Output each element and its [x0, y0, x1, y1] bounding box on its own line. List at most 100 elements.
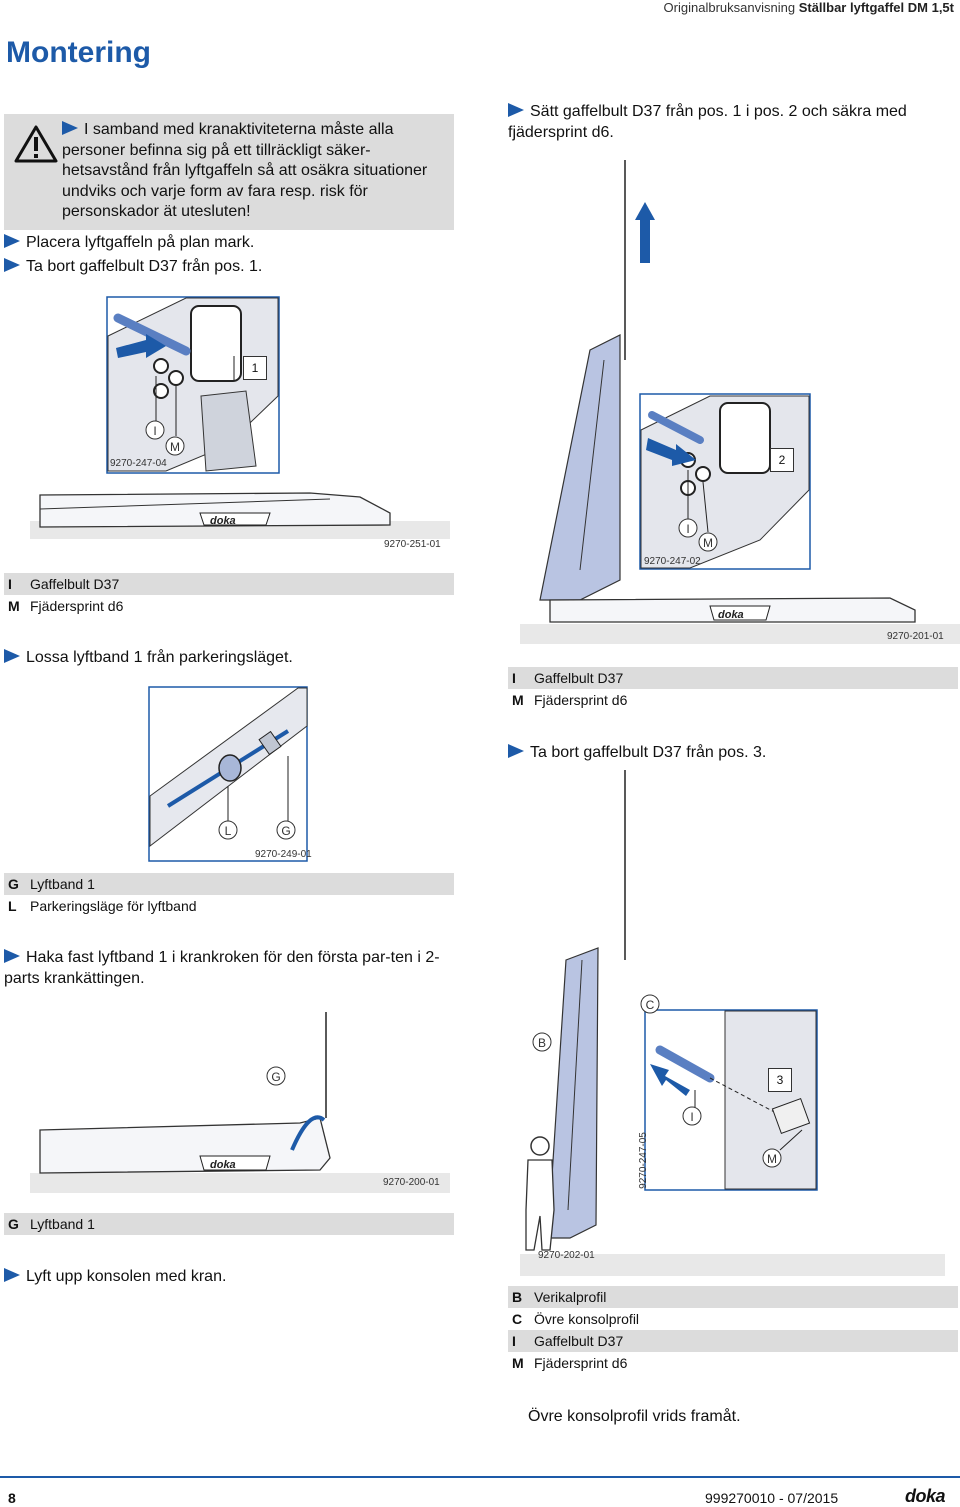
legend-value: Gaffelbult D37 [534, 1333, 624, 1349]
left-step-4-text: Haka fast lyftband 1 i krankroken för de… [4, 949, 440, 987]
legend-key: M [512, 1355, 524, 1371]
bullet-arrow-icon [62, 121, 78, 135]
legend-row: I Gaffelbult D37 [4, 573, 454, 595]
fig2-code: 9270-251-01 [384, 539, 441, 550]
warning-triangle-icon [14, 125, 58, 163]
legend-row: M Fjädersprint d6 [508, 689, 958, 711]
bullet-arrow-icon [508, 744, 524, 758]
legend-key: I [512, 670, 516, 686]
right-fig1-label-M: M [703, 536, 713, 550]
left-step-5: Lyft upp konsolen med kran. [4, 1267, 226, 1288]
fig3-label-L-circle [218, 820, 238, 840]
left-legend-1: I Gaffelbult D37 M Fjädersprint d6 [4, 573, 454, 617]
fig1-label-M-circle [165, 436, 185, 456]
legend-key: I [512, 1333, 516, 1349]
legend-value: Gaffelbult D37 [534, 670, 624, 686]
right-step-1-text: Sätt gaffelbult D37 från pos. 1 i pos. 2… [508, 103, 907, 141]
warning-text-content: I samband med kranaktiviteterna måste al… [62, 121, 428, 220]
left-step-3-text: Lossa lyftband 1 från parkeringsläget. [26, 649, 293, 666]
fig1-label-I: I [153, 424, 157, 438]
legend-row: B Verikalprofil [508, 1286, 958, 1308]
legend-row: G Lyftband 1 [4, 1213, 454, 1235]
right-fig3-label-M: M [767, 1152, 777, 1166]
right-figure-raised-fork: doka [520, 160, 960, 644]
left-step-1: Placera lyftgaffeln på plan mark. [4, 233, 254, 254]
right-step-1: Sätt gaffelbult D37 från pos. 1 i pos. 2… [508, 102, 958, 143]
left-step-3: Lossa lyftband 1 från parkeringsläget. [4, 648, 293, 669]
right-fig3-label-I-circle [682, 1106, 702, 1126]
legend-key: B [512, 1289, 523, 1305]
right-fig3-label-B: B [537, 1036, 546, 1050]
svg-text:doka: doka [210, 1159, 236, 1171]
left-legend-3: G Lyftband 1 [4, 1213, 454, 1235]
legend-row: L Parkeringsläge för lyftband [4, 895, 454, 917]
legend-row: M Fjädersprint d6 [508, 1352, 958, 1374]
fig3-label-L: L [224, 824, 232, 838]
document-number: 999270010 - 07/2015 [705, 1490, 839, 1506]
right-fig1-code: 9270-247-02 [644, 556, 701, 567]
right-note: Övre konsolprofil vrids framåt. [528, 1408, 741, 1425]
legend-value: Fjädersprint d6 [534, 692, 628, 708]
legend-key: M [512, 692, 524, 708]
footer-rule [0, 1476, 960, 1478]
doka-logo: doka [905, 1486, 946, 1506]
svg-text:doka: doka [210, 515, 236, 527]
left-step-2-text: Ta bort gaffelbult D37 från pos. 1. [26, 258, 263, 275]
left-step-2: Ta bort gaffelbult D37 från pos. 1. [4, 257, 262, 278]
right-fig3-label-I: I [690, 1110, 694, 1124]
fig3-label-G-circle [276, 820, 296, 840]
legend-value: Fjädersprint d6 [534, 1355, 628, 1371]
right-fig4-code: 9270-202-01 [538, 1250, 595, 1261]
fig1-label-M: M [170, 440, 180, 454]
fig4-code: 9270-200-01 [383, 1177, 440, 1188]
legend-value: Fjädersprint d6 [30, 598, 124, 614]
legend-value: Övre konsolprofil [534, 1311, 640, 1327]
right-fig3-code: 9270-247-05 [637, 1132, 649, 1189]
right-step-2: Ta bort gaffelbult D37 från pos. 3. [508, 743, 766, 764]
running-header: Originalbruksanvisning Ställbar lyftgaff… [664, 0, 954, 15]
bullet-arrow-icon [508, 103, 524, 117]
right-figure-remove-pin [520, 770, 945, 1276]
left-step-1-text: Placera lyftgaffeln på plan mark. [26, 234, 255, 251]
bullet-arrow-icon [4, 1268, 20, 1282]
legend-row: M Fjädersprint d6 [4, 595, 454, 617]
right-fig1-label-M-circle [698, 532, 718, 552]
legend-row: C Övre konsolprofil [508, 1308, 958, 1330]
right-fig2-code: 9270-201-01 [887, 631, 944, 642]
svg-text:doka: doka [718, 609, 744, 621]
legend-key: I [8, 576, 12, 592]
right-fig3-label-M-circle [762, 1148, 782, 1168]
right-legend-1: I Gaffelbult D37 M Fjädersprint d6 [508, 667, 958, 711]
legend-key: L [8, 898, 17, 914]
right-fig1-label-I-circle [678, 518, 698, 538]
page-title: Montering [6, 36, 151, 69]
legend-key: C [512, 1311, 523, 1327]
fig4-label-G-circle [266, 1066, 286, 1086]
left-step-5-text: Lyft upp konsolen med kran. [26, 1268, 227, 1285]
page-number: 8 [8, 1490, 16, 1506]
legend-value: Gaffelbult D37 [30, 576, 120, 592]
legend-row: I Gaffelbult D37 [508, 1330, 958, 1352]
legend-value: Lyftband 1 [30, 1216, 95, 1232]
header-product: Ställbar lyftgaffel DM 1,5t [798, 0, 954, 15]
right-fig3-label-C-circle [640, 994, 660, 1014]
left-figure-pin-detail [106, 296, 280, 474]
left-figure-folded-fork: doka [30, 492, 450, 539]
legend-key: G [8, 876, 19, 892]
right-legend-2: B Verikalprofil C Övre konsolprofil I Gaffe… [508, 1286, 958, 1374]
right-fig1-label-I: I [686, 522, 690, 536]
left-step-4: Haka fast lyftband 1 i krankroken för de… [4, 948, 454, 989]
warning-box [4, 114, 454, 230]
fig4-label-G: G [271, 1070, 281, 1084]
legend-value: Verikalprofil [534, 1289, 607, 1305]
fig1-label-I-circle [145, 420, 165, 440]
fig1-position-box: 1 [243, 356, 267, 380]
right-fig3-position-box: 3 [768, 1068, 792, 1092]
legend-value: Parkeringsläge för lyftband [30, 898, 197, 914]
legend-key: G [8, 1216, 19, 1232]
fig3-code: 9270-249-01 [255, 849, 312, 860]
legend-key: M [8, 598, 20, 614]
left-figure-strap-hook: doka [30, 1012, 450, 1193]
